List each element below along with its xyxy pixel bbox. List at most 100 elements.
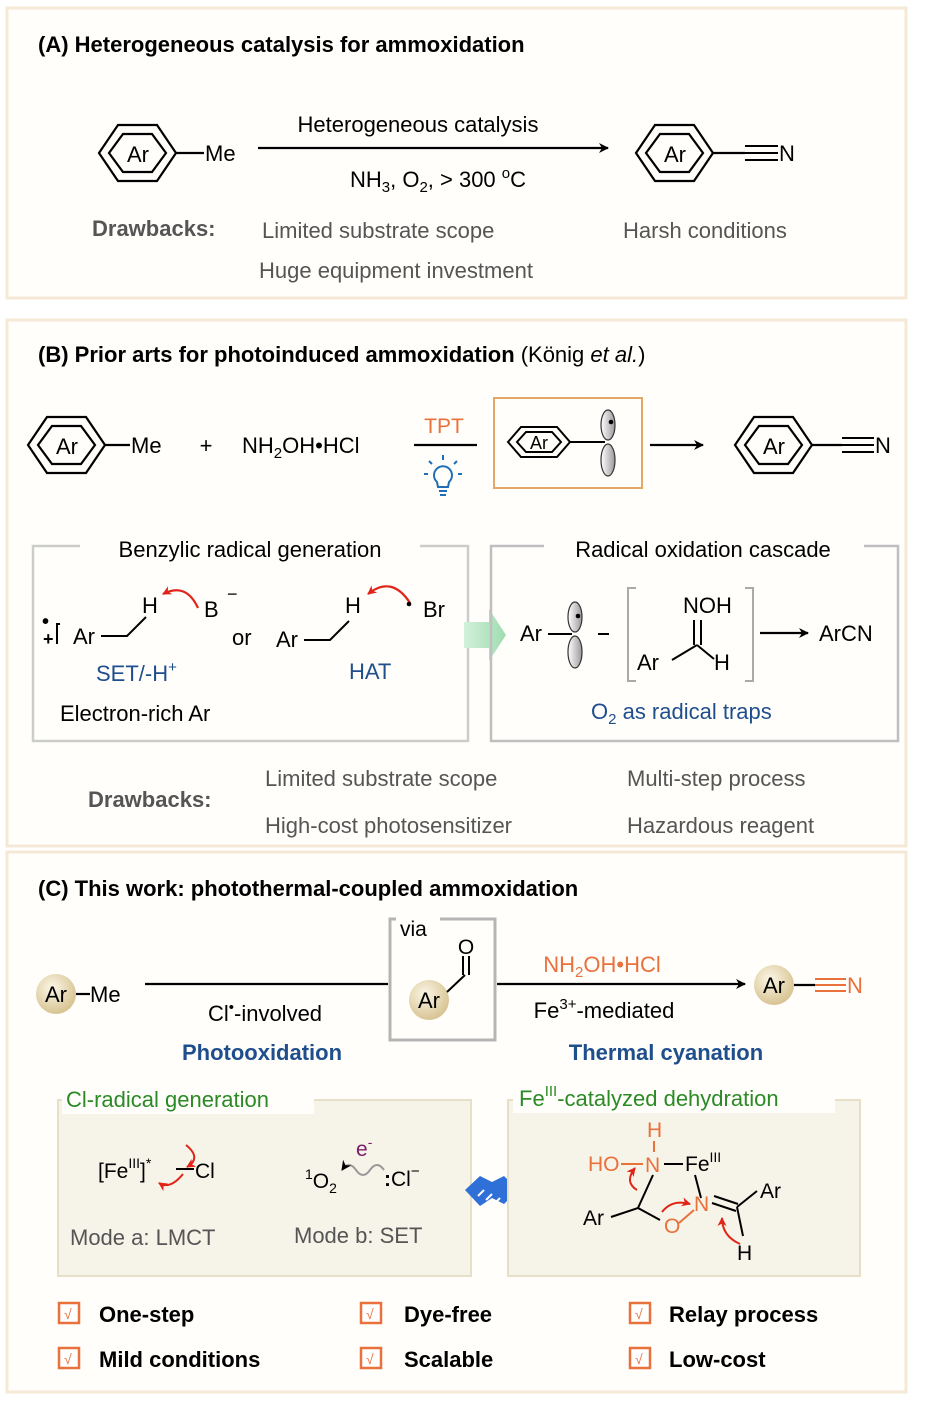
aryl-label: Ar	[664, 142, 686, 167]
feature-item: √ Mild conditions	[57, 1346, 260, 1372]
aryl-label: Ar	[45, 982, 67, 1007]
step2-name: Thermal cyanation	[569, 1040, 763, 1065]
feature-label: Relay process	[669, 1302, 818, 1327]
check-icon: √	[366, 1351, 374, 1367]
intermediate-box	[493, 397, 643, 489]
aryl-label: Ar	[530, 433, 548, 453]
aryl-ball	[754, 965, 794, 1005]
step2-condition: Fe3+-mediated	[534, 996, 675, 1023]
aryl-label: Ar	[637, 650, 659, 675]
via-aldehyde-box: via Ar O	[388, 917, 497, 1042]
electron-arrow	[158, 1173, 184, 1192]
electron-arrow	[717, 1217, 741, 1245]
hydrogen-label: H	[142, 593, 158, 618]
hydroxyl-label: HO	[588, 1153, 620, 1176]
mode-b-label: Mode b: SET	[294, 1223, 422, 1248]
check-icon: √	[64, 1306, 72, 1322]
feature-item: √ Relay process	[628, 1301, 818, 1327]
oxygen-label: O	[664, 1215, 680, 1238]
feature-item: √ Dye-free	[359, 1301, 492, 1327]
electron-arrow	[185, 1144, 197, 1168]
check-icon: √	[64, 1351, 72, 1367]
hydrogen-label: H	[714, 650, 730, 675]
methyl-label: Me	[205, 141, 236, 166]
benzylic-radical-box: Benzylic radical generation • + Ar H B −…	[31, 537, 470, 743]
panel-c: (C) This work: photothermal-coupled ammo…	[5, 850, 908, 1394]
arcn-product: ArCN	[819, 621, 873, 646]
radical-cation-dot: •	[42, 611, 49, 633]
drawback-item: Huge equipment investment	[259, 258, 533, 283]
fe-excited-label: [FeIII]*	[98, 1155, 152, 1183]
panel-c-title: (C) This work: photothermal-coupled ammo…	[38, 876, 578, 901]
radical-dot	[575, 613, 581, 619]
drawbacks-label-a: Drawbacks:	[92, 216, 216, 241]
aryl-label: Ar	[73, 624, 95, 649]
chloride-label: :Cl−	[384, 1163, 420, 1191]
methyl-label: Me	[131, 433, 162, 458]
oxime-noh-label: NOH	[683, 593, 732, 618]
aryl-label: Ar	[418, 988, 440, 1013]
box-title: Radical oxidation cascade	[575, 537, 831, 562]
aryl-label: Ar	[760, 1180, 781, 1203]
step2-reagent: NH2OH•HCl	[543, 952, 661, 981]
hat-label: HAT	[349, 659, 391, 684]
aryl-label: Ar	[763, 973, 785, 998]
electron-arrow	[162, 586, 199, 609]
panel-b-title: (B) Prior arts for photoinduced ammoxida…	[38, 342, 645, 367]
reactant-ar-me: Ar Me	[36, 974, 121, 1014]
cl-radical-box: Cl-radical generation [FeIII]* Cl 1O2 e-…	[57, 1084, 472, 1277]
hydrogen-label: H	[647, 1119, 662, 1142]
nitrogen-label: N	[779, 141, 795, 166]
p-orbital-lobe	[567, 601, 583, 633]
electron-arrow	[626, 1167, 638, 1191]
p-orbital-lobe	[600, 409, 616, 441]
radical-oxidation-box: Radical oxidation cascade Ar NOH Ar H Ar…	[489, 537, 900, 743]
bracket-left	[627, 587, 636, 682]
drawback-item: Harsh conditions	[623, 218, 787, 243]
nitrogen-label: N	[875, 433, 891, 458]
toluene-structure-a: Ar Me	[97, 123, 236, 183]
feature-label: Scalable	[404, 1347, 493, 1372]
hydrogen-label: H	[345, 593, 361, 618]
aryl-ball	[409, 980, 449, 1020]
product-ar-cn: Ar N	[754, 965, 863, 1005]
drawback-item: Limited substrate scope	[262, 218, 494, 243]
nitrogen-label: N	[847, 973, 863, 998]
via-label: via	[400, 918, 427, 941]
p-orbital-lobe	[600, 443, 616, 477]
panel-a: (A) Heterogeneous catalysis for ammoxida…	[5, 6, 908, 300]
benzonitrile-structure-a: Ar N	[634, 123, 795, 183]
handshake-icon	[465, 1176, 518, 1206]
electron-label: e-	[356, 1134, 373, 1161]
base-charge: −	[227, 584, 238, 604]
mode-a-label: Mode a: LMCT	[70, 1225, 216, 1250]
nitrogen-label: N	[645, 1154, 660, 1177]
methyl-label: Me	[90, 982, 121, 1007]
aryl-label: Ar	[520, 621, 542, 646]
box-title: FeIII-catalyzed dehydration	[519, 1083, 779, 1111]
set-label: SET/-H+	[96, 659, 177, 686]
electron-arrow	[661, 1197, 691, 1213]
hydroxylamine-reagent: NH2OH•HCl	[242, 433, 360, 462]
feature-item: √ Scalable	[359, 1346, 493, 1372]
catalyst-label-tpt: TPT	[424, 415, 464, 438]
check-icon: √	[366, 1306, 374, 1322]
feature-label: Dye-free	[404, 1302, 492, 1327]
drawback-item: Hazardous reagent	[627, 813, 814, 838]
check-icon: √	[635, 1351, 643, 1367]
aryl-ball	[36, 974, 76, 1014]
conditions-label-a: NH3, O2, > 300 oC	[350, 165, 526, 196]
feature-label: Low-cost	[669, 1347, 766, 1372]
toluene-structure-b: Ar Me	[26, 415, 162, 475]
panel-a-title: (A) Heterogeneous catalysis for ammoxida…	[38, 32, 525, 57]
drawback-item: Limited substrate scope	[265, 766, 497, 791]
panel-b-frame	[5, 318, 908, 848]
p-orbital-lobe	[567, 635, 583, 669]
feature-item: √ Low-cost	[628, 1346, 766, 1372]
aryl-label: Ar	[583, 1207, 604, 1230]
iron-label: FeIII	[685, 1149, 721, 1176]
panel-b: (B) Prior arts for photoinduced ammoxida…	[5, 318, 908, 848]
drawback-item: Multi-step process	[627, 766, 806, 791]
electron-rich-note: Electron-rich Ar	[60, 701, 210, 726]
drawback-item: High-cost photosensitizer	[265, 813, 512, 838]
